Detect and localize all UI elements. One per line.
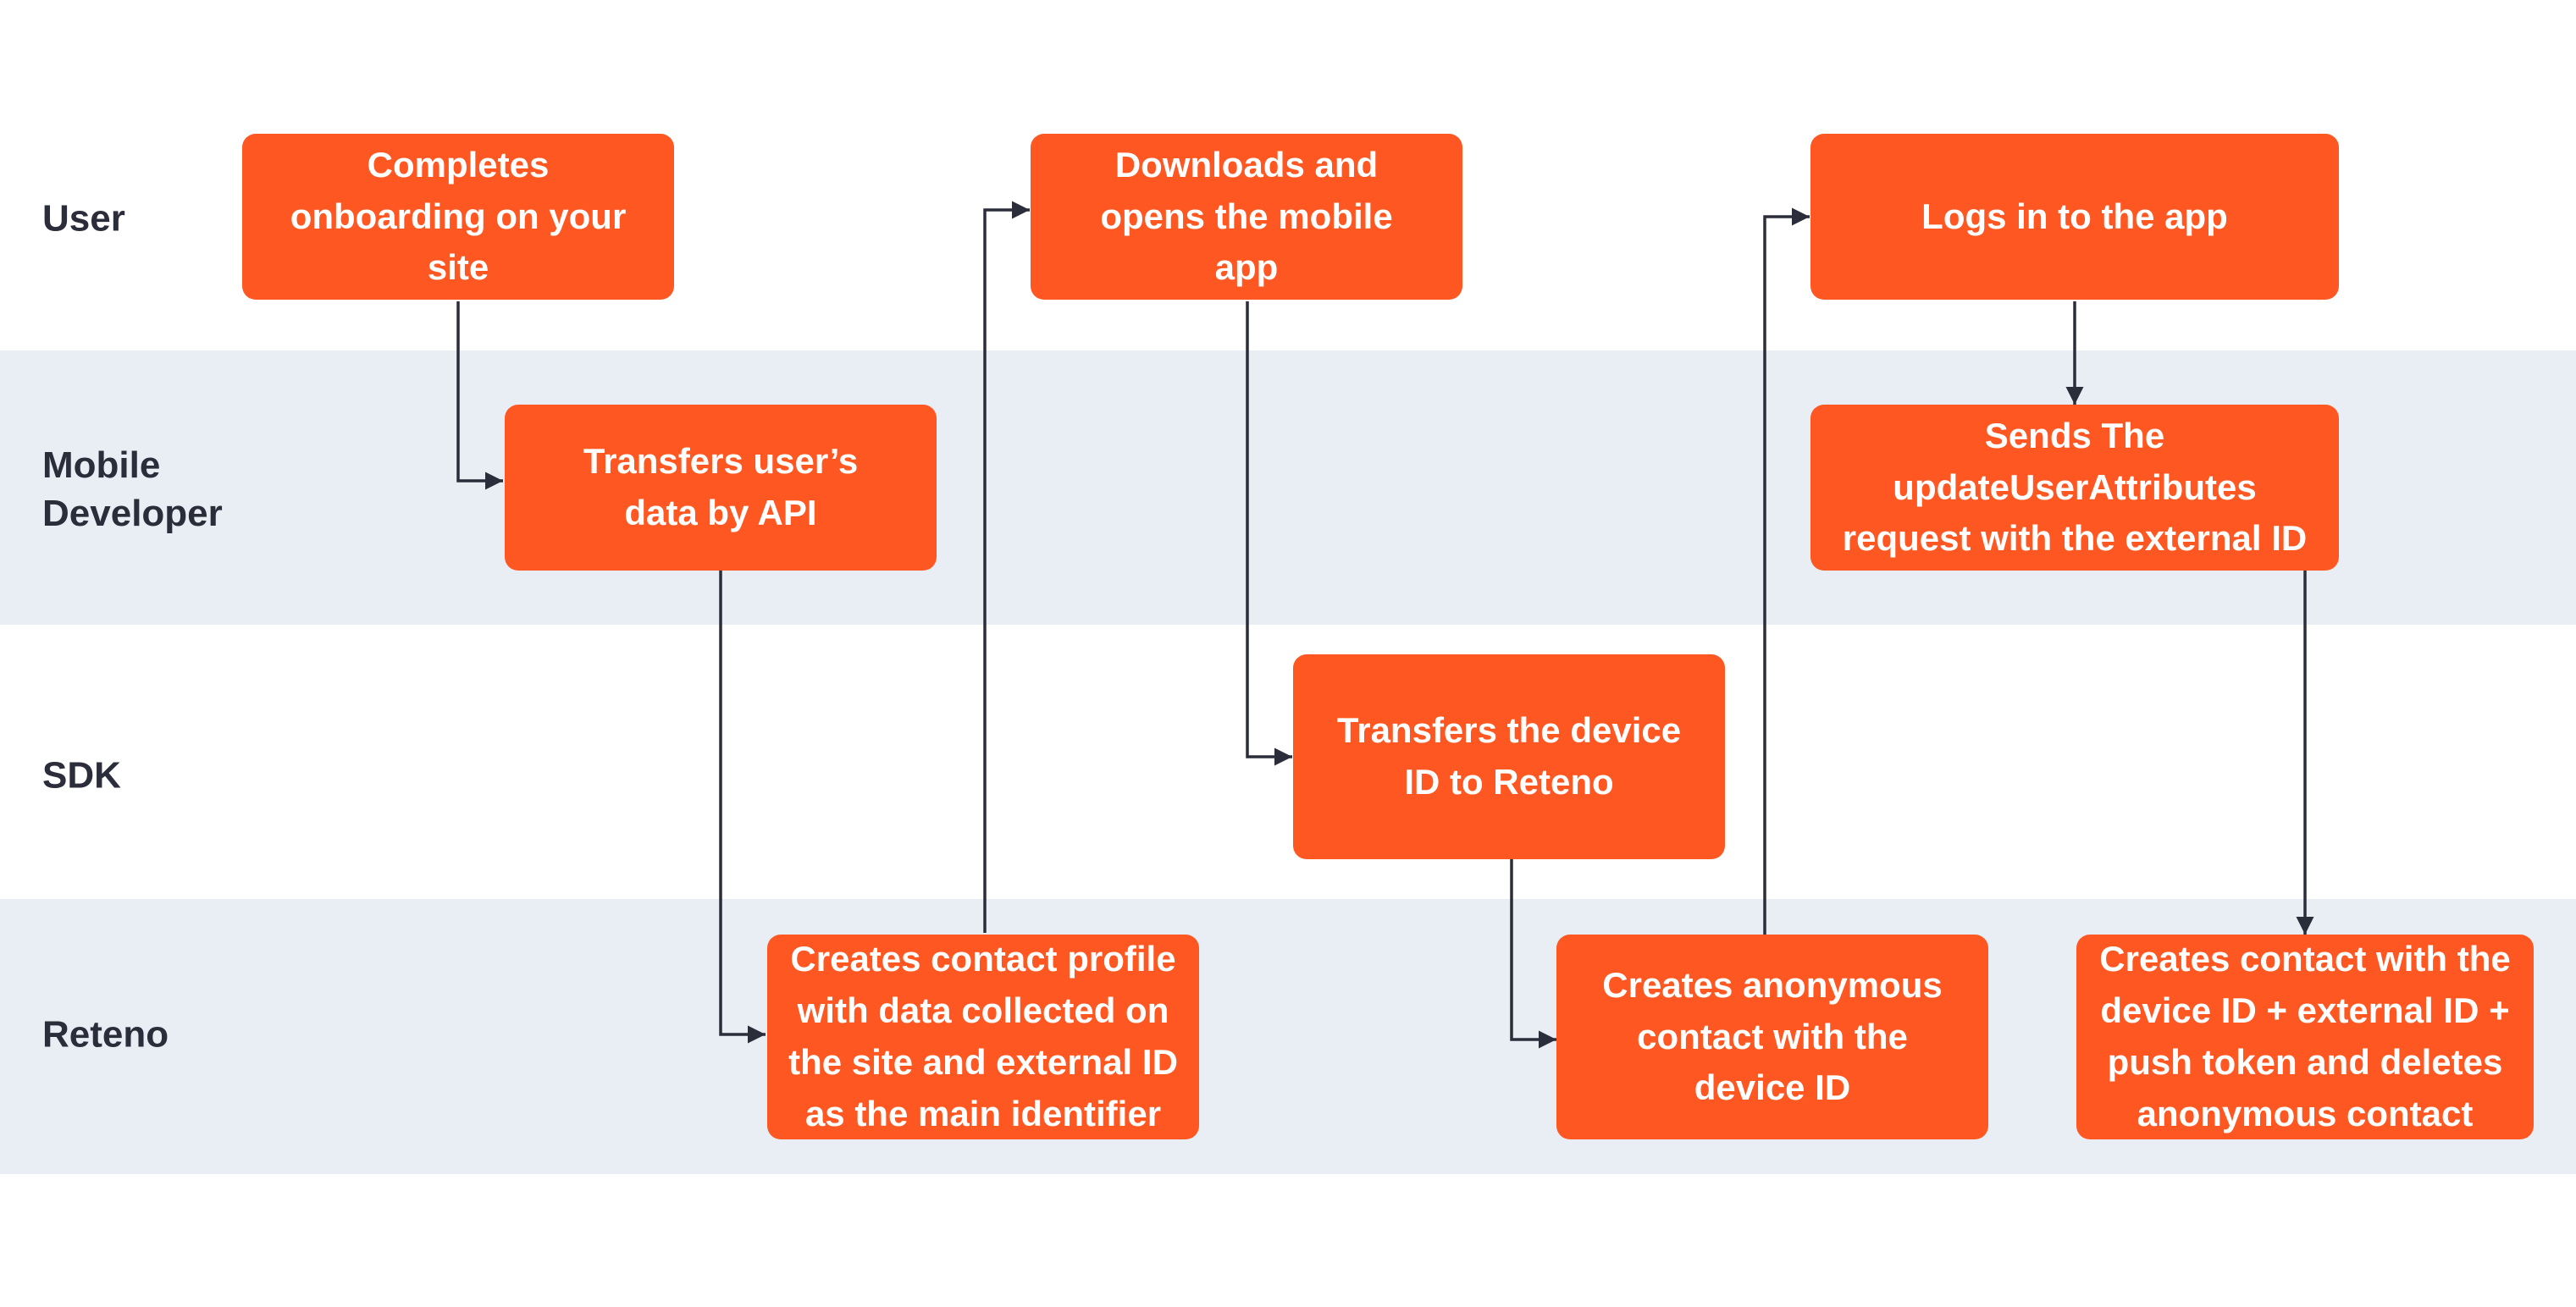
arrow-anonymous-to-login: [1763, 207, 1810, 936]
lane-label-sdk: SDK: [42, 754, 121, 797]
arrow-profile-to-download: [983, 201, 1030, 933]
step-creates-anonymous-contact: Creates anonymous contact with the devic…: [1556, 935, 1988, 1139]
step-logs-in: Logs in to the app: [1810, 134, 2339, 300]
arrow-device-id-to-anonymous: [1510, 858, 1556, 1049]
step-downloads-app: Downloads and opens the mobile app: [1031, 134, 1462, 300]
arrow-onboarding-to-transfer: [456, 301, 503, 490]
step-transfers-device-id: Transfers the device ID to Reteno: [1293, 654, 1725, 859]
step-creates-contact-profile: Creates contact profile with data collec…: [767, 935, 1199, 1139]
arrow-transfer-to-profile: [719, 571, 766, 1044]
step-creates-contact-device: Creates contact with the device ID + ext…: [2076, 935, 2534, 1139]
lane-label-mobile-developer: Mobile Developer: [42, 444, 223, 534]
lane-label-reteno: Reteno: [42, 1013, 169, 1056]
arrow-download-to-device-id: [1246, 301, 1292, 766]
lane-label-user: User: [42, 197, 125, 240]
step-completes-onboarding: Completes onboarding on your site: [242, 134, 674, 300]
step-sends-update-request: Sends The updateUserAttributes request w…: [1810, 405, 2339, 571]
step-transfers-user-data: Transfers user’s data by API: [505, 405, 937, 571]
